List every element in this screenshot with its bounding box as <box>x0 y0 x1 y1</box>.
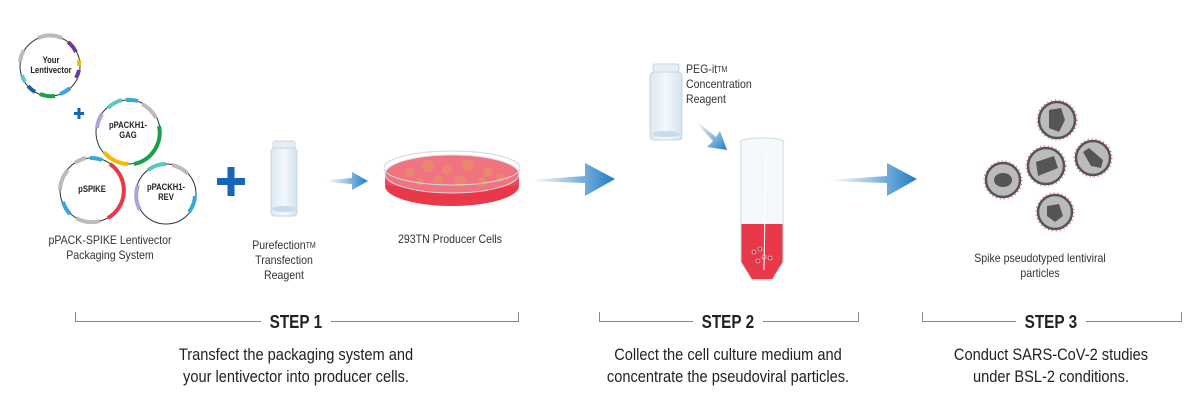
plasmid-label-spike: pSPIKE <box>78 184 106 194</box>
step2-title-wrap: STEP 2 <box>678 312 778 333</box>
plasmid-label-rev-line2: REV <box>158 192 174 202</box>
step3-description: Conduct SARS-CoV-2 studies under BSL-2 c… <box>879 344 1200 388</box>
petri-dish-icon <box>383 150 521 206</box>
peg-it-line1: PEG-itTM <box>686 62 728 76</box>
producer-cells-label: 293TN Producer Cells <box>398 232 502 246</box>
plasmid-spike <box>58 156 126 225</box>
arrow-icon-3 <box>830 163 917 196</box>
purefection-line3: Reagent <box>264 268 304 282</box>
plasmid-label-gag-line2: GAG <box>119 130 137 140</box>
plasmid-your-lentivector <box>18 33 82 99</box>
plasmid-label-rev: pPACKH1- REV <box>145 182 188 202</box>
arrow-icon-1 <box>327 172 368 190</box>
peg-it-vial-icon <box>649 63 683 141</box>
packaging-system-line2: Packaging System <box>66 248 154 262</box>
step3-desc-line1: Conduct SARS-CoV-2 studies <box>953 345 1149 364</box>
purefection-label: PurefectionTM Transfection Reagent <box>240 238 328 283</box>
viral-particles-icon <box>983 99 1113 232</box>
plasmid-label-rev-line1: pPACKH1- <box>146 182 186 192</box>
step2-desc-line2: concentrate the pseudoviral particles. <box>606 367 850 386</box>
plasmid-label-gag-line1: pPACKH1- <box>108 120 148 130</box>
step1-title-wrap: STEP 1 <box>246 312 346 333</box>
step1-desc-line1: Transfect the packaging system and <box>178 345 414 364</box>
step2-desc-line1: Collect the cell culture medium and <box>614 345 842 364</box>
packaging-system-label: pPACK-SPIKE Lentivector Packaging System <box>40 233 181 263</box>
step2-description: Collect the cell culture medium and conc… <box>556 344 900 388</box>
step1-description: Transfect the packaging system and your … <box>124 344 468 388</box>
step2-title: STEP 2 <box>693 312 763 333</box>
plasmid-label-gag: pPACKH1- GAG <box>107 120 150 140</box>
purefection-line1: PurefectionTM <box>252 238 316 252</box>
arrow-icon-diagonal <box>697 122 727 150</box>
peg-it-label: PEG-itTM Concentration Reagent <box>686 62 756 107</box>
plasmid-rev <box>134 162 197 225</box>
peg-it-line2: Concentration <box>686 77 752 91</box>
purefection-line2: Transfection <box>255 253 313 267</box>
step3-desc-line2: under BSL-2 conditions. <box>972 367 1130 386</box>
purefection-vial-icon <box>270 140 298 217</box>
plus-icon-large <box>217 167 245 196</box>
plasmid-label-lentivector: Your Lentivector <box>30 55 72 75</box>
step1-title: STEP 1 <box>261 312 331 333</box>
particles-label: Spike pseudotyped lentiviral particles <box>974 251 1106 280</box>
arrow-icon-2 <box>530 163 615 196</box>
packaging-system-line1: pPACK-SPIKE Lentivector <box>48 233 172 247</box>
plasmid-gag <box>95 97 162 166</box>
step3-title: STEP 3 <box>1016 312 1086 333</box>
step1-desc-line2: your lentivector into producer cells. <box>183 367 409 386</box>
centrifuge-tube-icon <box>739 137 785 281</box>
plus-icon-small <box>74 108 84 119</box>
peg-it-line3: Reagent <box>686 92 726 106</box>
step3-title-wrap: STEP 3 <box>1001 312 1101 333</box>
